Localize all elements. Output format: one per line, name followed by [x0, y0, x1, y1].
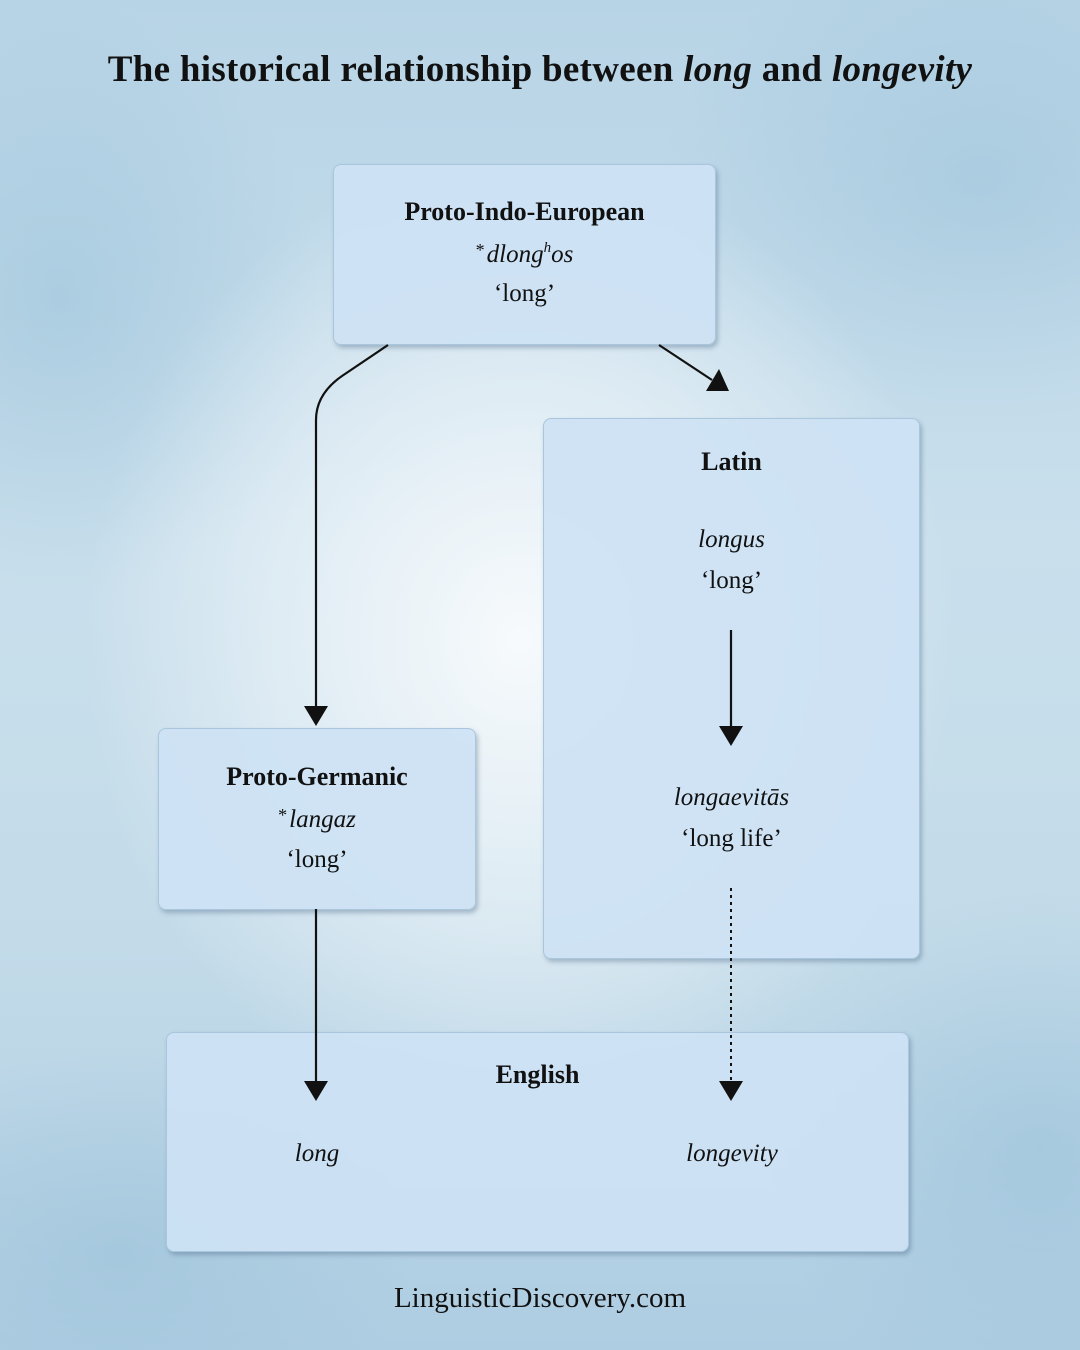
pie-gloss: ‘long’ — [493, 280, 556, 307]
proto-germanic-label: Proto-Germanic — [226, 762, 408, 791]
diagram-title: The historical relationship between long… — [0, 48, 1080, 91]
title-middle: and — [752, 49, 832, 90]
proto-germanic-box: Proto-Germanic *langaz ‘long’ — [158, 728, 476, 910]
latin-label: Latin — [701, 447, 762, 476]
pie-form-superscript: h — [543, 240, 552, 256]
arrow-pie-to-proto-germanic — [314, 344, 389, 708]
title-word-longevity: longevity — [831, 49, 973, 90]
latin-gloss-longus: ‘long’ — [700, 567, 763, 594]
pie-box: Proto-Indo-European *dlonghos ‘long’ — [333, 164, 716, 345]
pie-form-ending: os — [551, 241, 574, 268]
proto-germanic-form: *langaz — [159, 805, 475, 834]
latin-form-longaevitas: longaevitās — [673, 784, 790, 811]
footer-site: LinguisticDiscovery.com — [393, 1282, 687, 1314]
proto-germanic-gloss: ‘long’ — [286, 846, 348, 873]
pie-label: Proto-Indo-European — [404, 197, 645, 226]
proto-germanic-form-text: langaz — [289, 806, 356, 833]
pie-form: *dlonghos — [334, 240, 715, 269]
latin-form-longus: longus — [698, 526, 765, 553]
latin-gloss-longaevitas: ‘long life’ — [681, 825, 782, 852]
english-form-long: long — [294, 1140, 340, 1167]
title-prefix: The historical relationship between — [107, 49, 684, 90]
proto-germanic-asterisk: * — [278, 805, 288, 825]
pie-form-stem: dlong — [486, 241, 544, 268]
english-form-longevity: longevity — [686, 1140, 778, 1167]
latin-box: Latin longus ‘long’ longaevitās ‘long li… — [543, 418, 920, 959]
pie-asterisk: * — [475, 240, 485, 260]
english-box: English long longevity — [166, 1032, 909, 1252]
arrowhead-pie-to-proto-germanic — [304, 706, 328, 726]
title-word-long: long — [683, 49, 753, 90]
arrow-pie-to-latin — [658, 344, 713, 381]
arrowhead-pie-to-latin — [706, 369, 729, 391]
english-label: English — [495, 1060, 580, 1089]
